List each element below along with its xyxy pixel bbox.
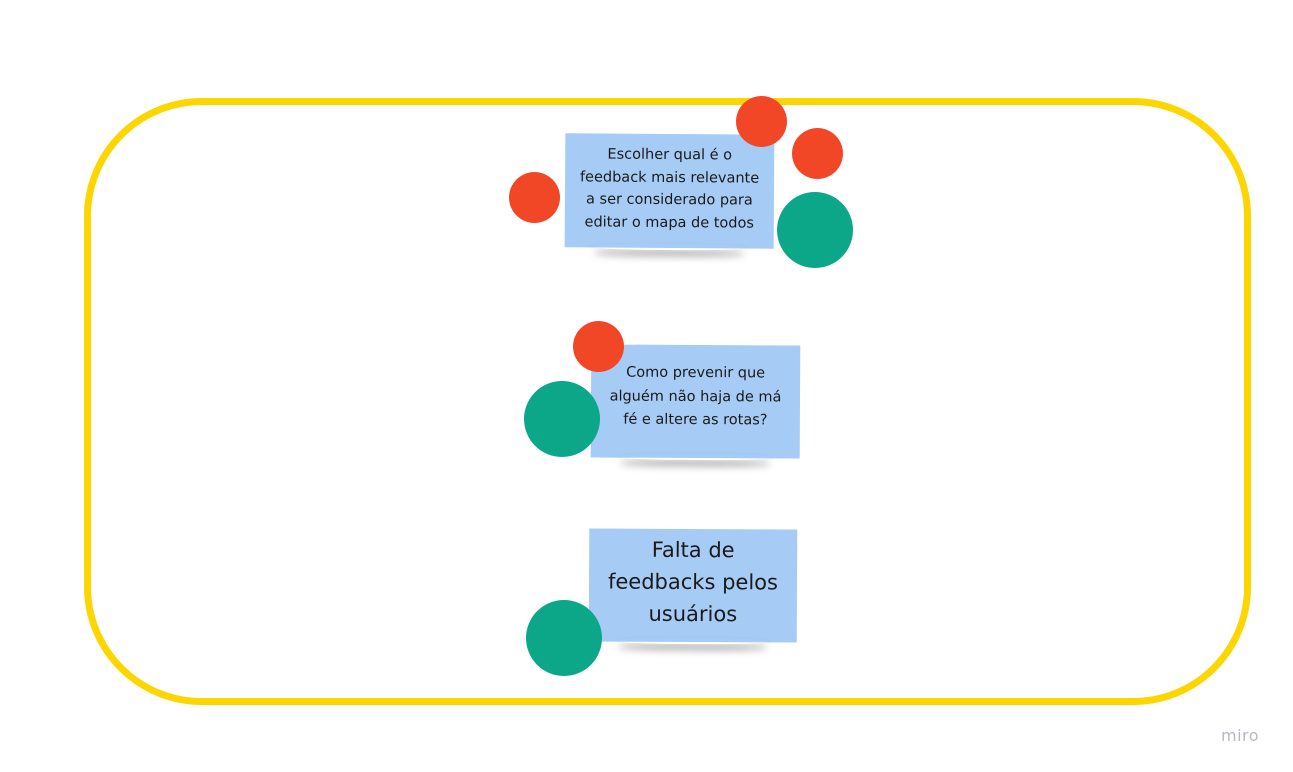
red-vote-dot[interactable] — [792, 128, 843, 179]
red-vote-dot[interactable] — [509, 172, 560, 223]
note-line: editar o mapa de todos — [584, 213, 755, 232]
miro-watermark: miro — [1221, 726, 1260, 745]
note-line: alguém não haja de má — [609, 388, 782, 405]
note-line: usuários — [648, 601, 738, 627]
note-line: Como prevenir que — [626, 364, 766, 382]
note-line: Falta de — [651, 537, 735, 563]
green-vote-dot[interactable] — [526, 600, 602, 676]
sticky-note-2[interactable]: Como prevenir que alguém não haja de má … — [590, 344, 801, 459]
sticky-note-text: Falta de feedbacks pelos usuários — [608, 534, 778, 631]
yellow-frame[interactable] — [84, 98, 1251, 705]
sticky-note-text: Escolher qual é o feedback mais relevant… — [580, 143, 760, 234]
sticky-note-3[interactable]: Falta de feedbacks pelos usuários — [588, 528, 798, 643]
note-line: fé e altere as rotas? — [623, 411, 768, 429]
red-vote-dot[interactable] — [573, 321, 624, 372]
note-line: feedback mais relevante — [579, 168, 760, 187]
green-vote-dot[interactable] — [524, 381, 600, 457]
sticky-note-1[interactable]: Escolher qual é o feedback mais relevant… — [564, 133, 775, 249]
sticky-note-text: Como prevenir que alguém não haja de má … — [609, 362, 782, 433]
green-vote-dot[interactable] — [777, 192, 853, 268]
note-line: Escolher qual é o — [607, 146, 733, 164]
note-line: a ser considerado para — [585, 191, 753, 209]
note-line: feedbacks pelos — [607, 569, 779, 595]
red-vote-dot[interactable] — [736, 96, 787, 147]
